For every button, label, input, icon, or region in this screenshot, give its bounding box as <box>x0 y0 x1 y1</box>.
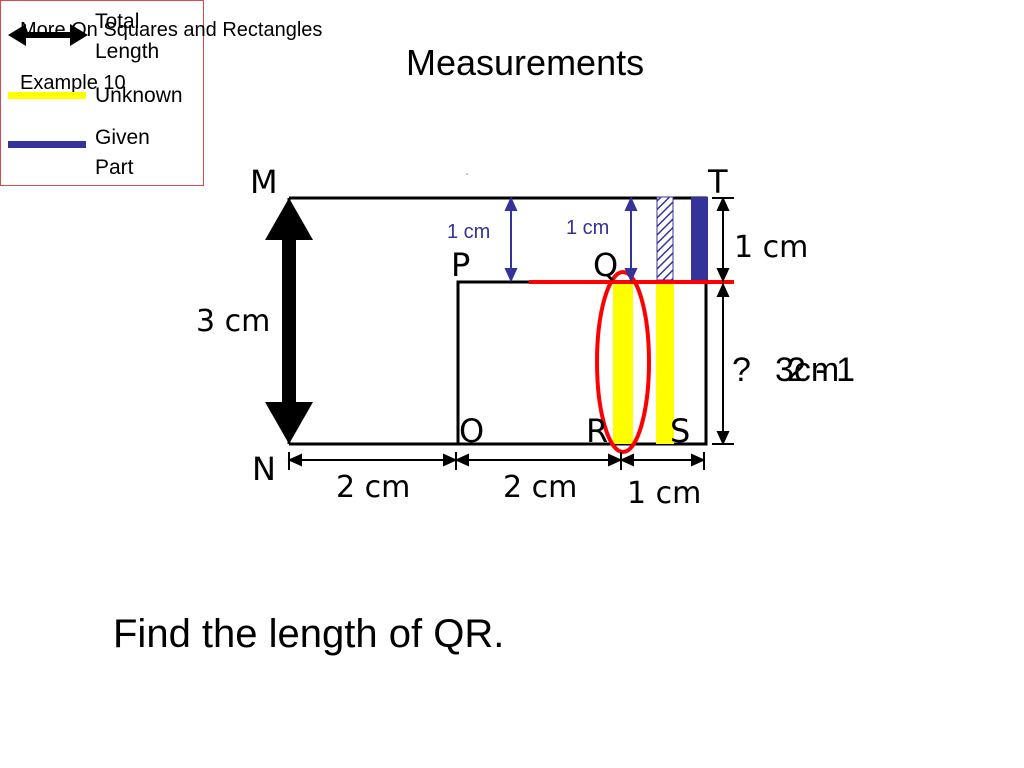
overlapping-expression-a: 3cm <box>775 351 839 389</box>
legend-total-line1: Total <box>95 10 140 33</box>
point-p-label: P <box>451 246 470 284</box>
unknown-bar-qr <box>613 282 633 444</box>
p-measure-arrow <box>504 196 518 283</box>
legend-total-line2: Length <box>95 40 160 63</box>
point-m-label: M <box>250 163 278 201</box>
q-small-length-label: 1 cm <box>566 217 609 239</box>
point-o-label: O <box>459 412 484 450</box>
legend-given-line2: Part <box>95 156 134 179</box>
legend-unknown: Unknown <box>95 84 183 107</box>
example-label: Example 10 <box>20 72 126 94</box>
point-s-label: S <box>670 412 690 450</box>
highlight-ellipse <box>595 270 651 454</box>
legend-swatches <box>8 24 88 148</box>
bottom-dimension-arrows <box>287 452 706 470</box>
no-length-label: 2 cm <box>336 470 410 505</box>
question-text: Find the length of QR. <box>113 612 505 656</box>
point-r-label: R <box>586 412 608 450</box>
mn-length-label: 3 cm <box>196 304 270 339</box>
p-small-length-label: 1 cm <box>447 221 490 243</box>
header-title: More On Squares and Rectangles <box>20 19 323 41</box>
or-length-label: 2 cm <box>503 470 577 505</box>
hatched-given-part <box>656 196 674 281</box>
unknown-question-mark: ? <box>732 351 751 389</box>
given-bar-t <box>691 197 708 281</box>
mn-double-arrow-icon <box>265 198 313 444</box>
slide-title: Measurements <box>406 42 645 83</box>
st-measure-arrow <box>712 196 734 283</box>
rs-length-label: 1 cm <box>627 476 701 511</box>
stray-dot <box>466 173 468 175</box>
overlapping-expression-b: 2 - 1 <box>787 351 855 389</box>
unknown-measure-arrow <box>712 282 734 446</box>
given-swatch <box>8 141 86 148</box>
point-n-label: N <box>252 450 276 488</box>
point-t-label: T <box>707 163 728 201</box>
legend-box: Total Length Unknown Given Part <box>0 0 204 186</box>
legend-given-line1: Given <box>95 126 150 149</box>
total-length-arrow-icon <box>8 24 88 46</box>
st-length-label: 1 cm <box>734 230 808 265</box>
shape-outline <box>287 196 708 446</box>
q-measure-arrow <box>624 196 638 283</box>
unknown-swatch <box>8 92 86 99</box>
point-q-label: Q <box>593 246 618 284</box>
unknown-bar-s <box>656 282 674 444</box>
